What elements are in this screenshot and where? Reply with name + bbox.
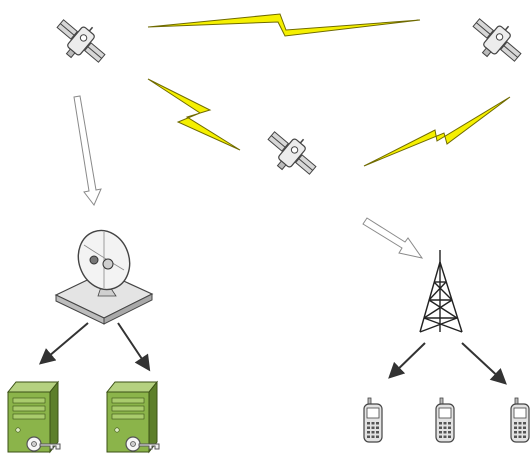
server-icon-1	[7, 381, 61, 453]
arrow-dish-to-server-2	[117, 322, 151, 372]
cell-tower-icon	[419, 250, 463, 333]
arrow-tower-to-phone-1	[388, 342, 426, 379]
satellite-icon-center	[258, 121, 326, 186]
hollow-arrow-left-satellite-to-dish	[73, 95, 102, 206]
lightning-link-center-right	[363, 96, 511, 167]
lightning-link-left-right	[147, 13, 421, 37]
server-icon-2	[106, 381, 160, 453]
satellite-icon-right	[463, 8, 531, 73]
satellite-icon-left	[47, 9, 115, 74]
lightning-link-left-center	[147, 78, 241, 151]
arrow-tower-to-phone-3	[461, 342, 507, 385]
mobile-phone-icon-3	[510, 397, 530, 443]
mobile-phone-icon-1	[363, 397, 383, 443]
arrow-dish-to-server-1	[38, 322, 89, 365]
satellite-dish-icon	[54, 229, 154, 325]
hollow-arrow-center-satellite-to-tower	[362, 217, 424, 259]
mobile-phone-icon-2	[435, 397, 455, 443]
